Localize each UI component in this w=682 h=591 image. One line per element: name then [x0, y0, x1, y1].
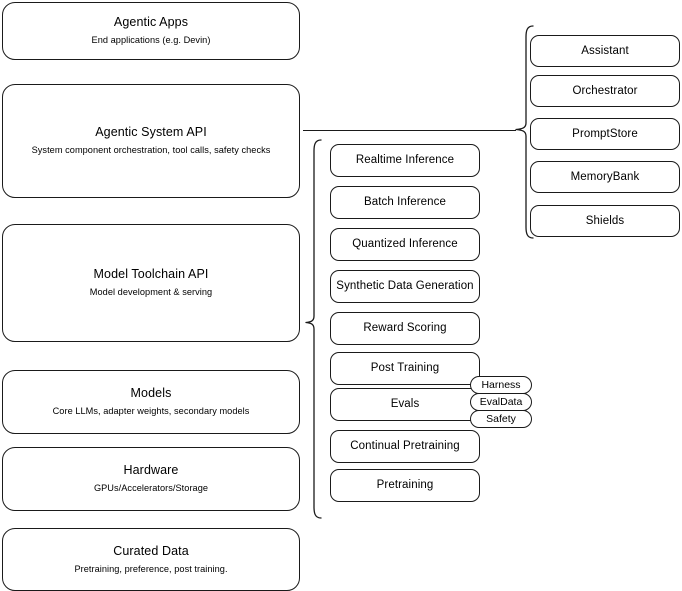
toolchain-item-batch-inference[interactable]: Batch Inference	[330, 186, 480, 219]
toolchain-item-quantized-inference[interactable]: Quantized Inference	[330, 228, 480, 261]
item-label: PromptStore	[572, 127, 638, 140]
evals-pill-evaldata[interactable]: EvalData	[470, 393, 532, 411]
evals-pill-safety[interactable]: Safety	[470, 410, 532, 428]
layer-subtitle: System component orchestration, tool cal…	[31, 145, 271, 156]
agentic-component-shields[interactable]: Shields	[530, 205, 680, 237]
toolchain-item-post-training[interactable]: Post Training	[330, 352, 480, 385]
item-label: Continual Pretraining	[350, 440, 460, 453]
layer-subtitle: Core LLMs, adapter weights, secondary mo…	[52, 406, 250, 417]
item-label: Batch Inference	[363, 196, 447, 209]
agentic-component-memorybank[interactable]: MemoryBank	[530, 161, 680, 193]
layer-agentic-apps[interactable]: Agentic Apps End applications (e.g. Devi…	[2, 2, 300, 60]
toolchain-item-pretraining[interactable]: Pretraining	[330, 469, 480, 502]
agentic-component-orchestrator[interactable]: Orchestrator	[530, 75, 680, 107]
agentic-component-promptstore[interactable]: PromptStore	[530, 118, 680, 150]
item-label: Shields	[585, 214, 625, 227]
layer-model-toolchain-api[interactable]: Model Toolchain API Model development & …	[2, 224, 300, 342]
item-label: Assistant	[581, 44, 629, 57]
layer-subtitle: Pretraining, preference, post training.	[74, 563, 228, 574]
layer-title: Models	[130, 386, 172, 401]
item-label: Reward Scoring	[363, 322, 447, 335]
item-label: Evals	[390, 398, 420, 411]
agentic-component-assistant[interactable]: Assistant	[530, 35, 680, 67]
item-label: Orchestrator	[572, 84, 638, 97]
toolchain-item-synthetic-data-generation[interactable]: Synthetic Data Generation	[330, 270, 480, 303]
layer-hardware[interactable]: Hardware GPUs/Accelerators/Storage	[2, 447, 300, 511]
layer-curated-data[interactable]: Curated Data Pretraining, preference, po…	[2, 528, 300, 591]
toolchain-item-evals[interactable]: Evals	[330, 388, 480, 421]
item-label: Post Training	[370, 362, 440, 375]
layer-title: Hardware	[123, 463, 179, 478]
toolchain-item-reward-scoring[interactable]: Reward Scoring	[330, 312, 480, 345]
agentic-system-connector-line	[303, 130, 516, 132]
layer-subtitle: End applications (e.g. Devin)	[91, 35, 211, 46]
item-label: Synthetic Data Generation	[336, 280, 474, 293]
layer-title: Model Toolchain API	[93, 267, 209, 282]
toolchain-item-continual-pretraining[interactable]: Continual Pretraining	[330, 430, 480, 463]
layer-subtitle: GPUs/Accelerators/Storage	[93, 483, 209, 494]
item-label: Quantized Inference	[352, 238, 458, 251]
layer-models[interactable]: Models Core LLMs, adapter weights, secon…	[2, 370, 300, 434]
layer-title: Agentic Apps	[113, 15, 189, 30]
layer-title: Agentic System API	[95, 125, 207, 140]
toolchain-brace-icon	[305, 139, 322, 519]
item-label: Realtime Inference	[355, 154, 455, 167]
agentic-system-brace-icon	[515, 25, 534, 239]
evals-pill-harness[interactable]: Harness	[470, 376, 532, 394]
layer-title: Curated Data	[113, 543, 189, 558]
item-label: MemoryBank	[570, 170, 640, 183]
item-label: Pretraining	[376, 479, 434, 492]
toolchain-item-realtime-inference[interactable]: Realtime Inference	[330, 144, 480, 177]
layer-agentic-system-api[interactable]: Agentic System API System component orch…	[2, 84, 300, 198]
layer-subtitle: Model development & serving	[89, 287, 213, 298]
